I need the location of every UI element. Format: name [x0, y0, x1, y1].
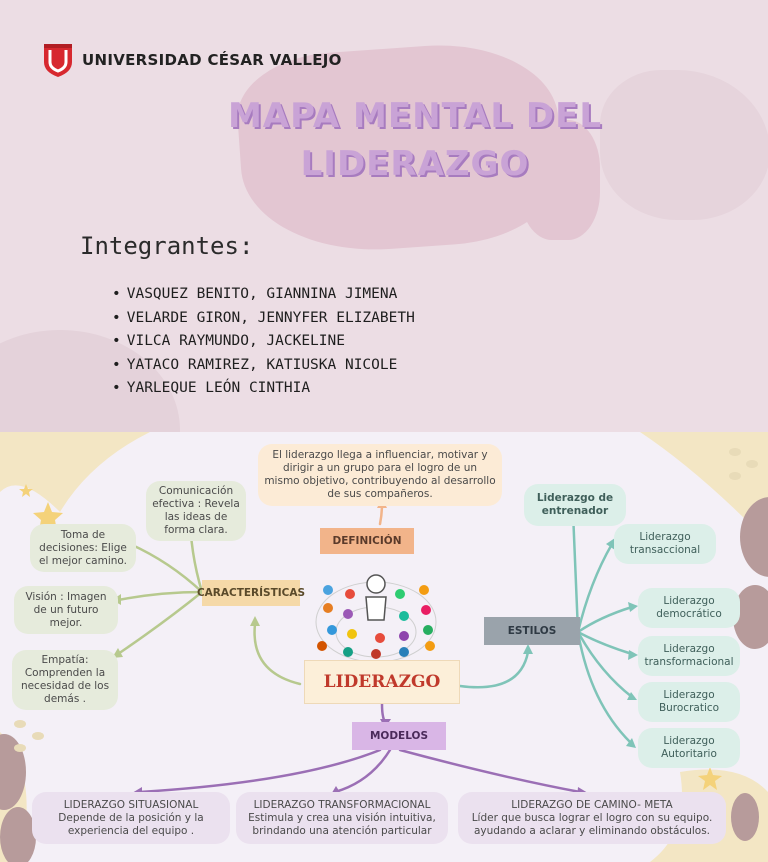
member-item: VELARDE GIRON, JENNYFER ELIZABETH: [112, 307, 415, 331]
style-item: Liderazgo transaccional: [614, 524, 716, 564]
member-item: YARLEQUE LEÓN CINTHIA: [112, 377, 415, 401]
characteristic-item: Visión : Imagen de un futuro mejor.: [14, 586, 118, 634]
decor-blob: [600, 70, 768, 220]
title-line-1: MAPA MENTAL DEL: [227, 96, 603, 136]
characteristic-item: Toma de decisiones: Elige el mejor camin…: [30, 524, 136, 572]
title-slide: UNIVERSIDAD CÉSAR VALLEJO MAPA MENTAL DE…: [0, 0, 768, 432]
university-logo: UNIVERSIDAD CÉSAR VALLEJO: [42, 42, 342, 78]
characteristic-item: Comunicación efectiva : Revela las ideas…: [146, 481, 246, 541]
model-text: Depende de la posición y la experiencia …: [58, 811, 204, 837]
characteristics-label: CARACTERÍSTICAS: [197, 580, 305, 606]
characteristic-item: Empatía: Comprenden la necesidad de los …: [12, 650, 118, 710]
style-item: Liderazgo democrático: [638, 588, 740, 628]
university-shield-icon: [44, 44, 72, 77]
model-item-transformational: LIDERAZGO TRANSFORMACIONAL Estimula y cr…: [236, 792, 448, 844]
model-item-situational: LIDERAZGO SITUASIONAL Depende de la posi…: [32, 792, 230, 844]
page-title: MAPA MENTAL DEL LIDERAZGO: [200, 92, 630, 188]
title-line-2: LIDERAZGO: [300, 144, 530, 184]
styles-label: ESTILOS: [484, 617, 580, 645]
model-title: LIDERAZGO TRANSFORMACIONAL: [253, 798, 431, 811]
style-item: Liderazgo Autoritario: [638, 728, 740, 768]
models-label: MODELOS: [352, 722, 446, 750]
definition-label: DEFINICIÓN: [320, 528, 414, 554]
members-heading: Integrantes:: [80, 232, 254, 260]
university-name: UNIVERSIDAD CÉSAR VALLEJO: [82, 51, 342, 69]
center-topic: LIDERAZGO: [304, 660, 460, 704]
model-text: Estimula y crea una visión intuitiva, br…: [248, 811, 436, 837]
definition-text: El liderazgo llega a influenciar, motiva…: [258, 444, 502, 506]
model-item-path-goal: LIDERAZGO DE CAMINO- META Líder que busc…: [458, 792, 726, 844]
member-item: YATACO RAMIREZ, KATIUSKA NICOLE: [112, 354, 415, 378]
member-item: VASQUEZ BENITO, GIANNINA JIMENA: [112, 283, 415, 307]
model-text: Líder que busca lograr el logro con su e…: [471, 811, 713, 837]
style-item: Liderazgo transformacional: [638, 636, 740, 676]
member-item: VILCA RAYMUNDO, JACKELINE: [112, 330, 415, 354]
model-title: LIDERAZGO SITUASIONAL: [63, 798, 199, 811]
style-item: Liderazgo de entrenador: [524, 484, 626, 526]
style-item: Liderazgo Burocratico: [638, 682, 740, 722]
model-title: LIDERAZGO DE CAMINO- META: [511, 798, 673, 811]
mind-map: El liderazgo llega a influenciar, motiva…: [0, 432, 768, 862]
people-network-illustration: [315, 574, 437, 663]
title-brush-blob: [520, 120, 600, 240]
members-list: VASQUEZ BENITO, GIANNINA JIMENA VELARDE …: [112, 283, 415, 401]
